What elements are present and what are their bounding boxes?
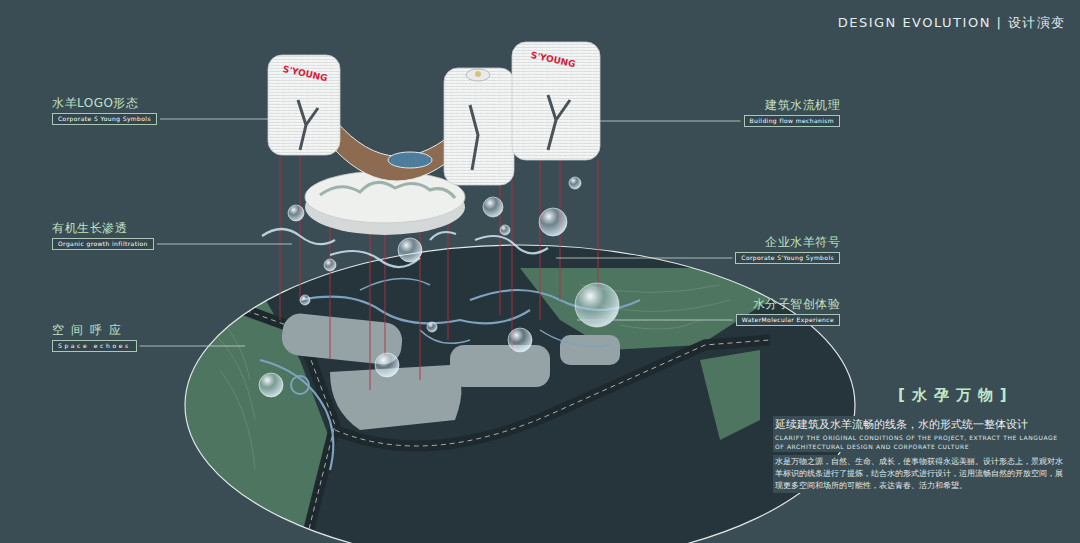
art-shape xyxy=(375,353,399,377)
art-shape xyxy=(330,365,461,430)
callout-heading: 水分子智创体验 xyxy=(753,297,841,312)
bubbles xyxy=(259,177,619,397)
leader-line xyxy=(556,258,732,259)
art-shape xyxy=(475,236,548,253)
art-shape xyxy=(450,345,550,387)
callout-node: 空间呼应 Space echoes xyxy=(52,323,137,352)
art-shape xyxy=(539,208,567,236)
art-shape xyxy=(180,240,870,543)
callout-node: 企业水羊符号 Corporate S'Young Symbols xyxy=(735,235,840,264)
callout-subtitle: Building flow mechanism xyxy=(744,115,840,127)
disk-outline xyxy=(185,245,855,543)
art-shape xyxy=(262,229,335,244)
art-shape xyxy=(500,225,510,235)
leader-line xyxy=(140,346,245,347)
callout-node: 建筑水流机理 Building flow mechanism xyxy=(744,98,840,127)
art-shape xyxy=(388,152,432,168)
callout-heading: 企业水羊符号 xyxy=(765,235,840,250)
callout-node: 有机生长渗透 Organic growth infiltration xyxy=(52,221,154,250)
art-shape xyxy=(398,238,422,262)
caption-text: 水是万物之源，自然、生命、成长，使事物获得永远美丽。设计形态上，景观对水羊标识的… xyxy=(773,455,1069,493)
callout-heading: 空间呼应 xyxy=(52,323,128,338)
building xyxy=(268,42,600,235)
art-shape xyxy=(420,215,421,380)
leader-line xyxy=(157,244,292,245)
callout-subtitle: WaterMolecular Experience xyxy=(736,314,840,326)
art-shape xyxy=(291,376,309,394)
caption-text: [水孕万物] xyxy=(898,386,1014,405)
art-shape xyxy=(300,150,301,300)
callout-subtitle: Organic growth infiltration xyxy=(52,238,154,250)
callout-node: 水羊LOGO形态 Corporate S Young Symbols xyxy=(52,96,157,125)
art-shape xyxy=(298,100,318,150)
callout-heading: 水羊LOGO形态 xyxy=(52,96,138,111)
art-shape xyxy=(569,177,581,189)
art-shape xyxy=(548,95,570,150)
leader-line xyxy=(600,121,741,122)
art-shape xyxy=(512,42,600,160)
caption-text: 延续建筑及水羊流畅的线条，水的形式统一整体设计 xyxy=(773,416,1030,433)
leader-line xyxy=(577,320,733,321)
art-shape xyxy=(335,120,462,181)
callout-heading: 建筑水流机理 xyxy=(765,98,840,113)
art-shape xyxy=(508,328,532,352)
art-shape xyxy=(700,350,760,440)
art-shape xyxy=(427,322,437,332)
art-shape xyxy=(483,197,503,217)
art-shape xyxy=(259,373,283,397)
art-shape xyxy=(560,335,620,365)
projection-lines xyxy=(280,150,598,390)
art-shape xyxy=(475,71,481,77)
art-shape xyxy=(385,225,386,355)
callout-subtitle: Corporate S'Young Symbols xyxy=(735,252,840,264)
site-disk xyxy=(180,240,870,543)
caption-text: CLARIFY THE ORIGINAL CONDITIONS OF THE P… xyxy=(773,432,1069,452)
art-shape xyxy=(598,160,599,290)
page-title: DESIGN EVOLUTION | 设计演变 xyxy=(838,14,1066,32)
art-shape xyxy=(268,55,340,155)
art-shape xyxy=(444,68,514,185)
art-shape xyxy=(540,160,541,320)
art-shape xyxy=(330,215,331,360)
art-shape xyxy=(360,279,610,346)
art-shape xyxy=(280,150,281,320)
art-shape xyxy=(470,105,478,170)
callout-heading: 有机生长渗透 xyxy=(52,221,127,236)
art-shape xyxy=(300,295,310,305)
art-shape xyxy=(320,182,455,198)
art-shape xyxy=(288,205,304,221)
art-shape xyxy=(324,259,336,271)
callout-subtitle: Corporate S Young Symbols xyxy=(52,113,157,125)
callout-node: 水分子智创体验 WaterMolecular Experience xyxy=(736,297,840,326)
callout-subtitle: Space echoes xyxy=(52,340,137,352)
art-shape xyxy=(195,292,770,543)
leader-line xyxy=(160,119,268,120)
art-shape xyxy=(430,232,456,240)
art-shape xyxy=(512,160,513,350)
art-shape xyxy=(466,69,490,81)
art-shape xyxy=(370,225,371,390)
art-shape xyxy=(200,300,255,470)
